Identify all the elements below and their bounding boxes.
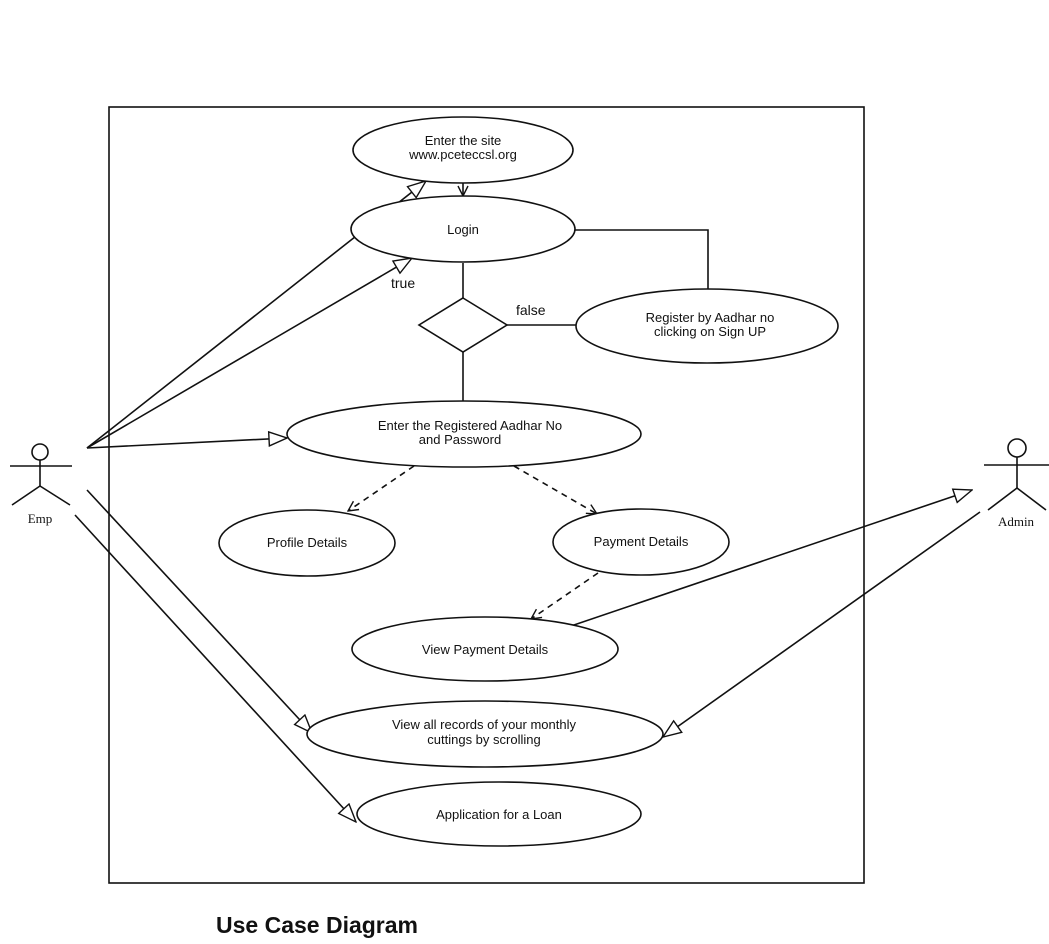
svg-text:View all records of your month: View all records of your monthly	[392, 717, 577, 732]
diagram-caption: Use Case Diagram	[216, 912, 418, 938]
use-case-profile-details: Profile Details	[218, 509, 396, 577]
admin-to-view-payment-line	[567, 490, 972, 628]
use-case-apply-loan: Application for a Loan	[356, 781, 642, 847]
use-case-payment-details: Payment Details	[552, 508, 730, 576]
svg-text:Enter the site: Enter the site	[425, 133, 502, 148]
register-to-login-line	[575, 229, 709, 290]
true-guard-label: true	[391, 275, 415, 291]
use-case-enter-credentials: Enter the Registered Aadhar No and Passw…	[286, 400, 642, 468]
actor-emp-label: Emp	[28, 511, 53, 526]
svg-text:Payment Details: Payment Details	[594, 534, 689, 549]
svg-text:cuttings by scrolling: cuttings by scrolling	[427, 732, 540, 747]
emp-to-apply-loan-line	[74, 514, 356, 822]
svg-text:and Password: and Password	[419, 432, 501, 447]
actor-admin-label: Admin	[998, 514, 1035, 529]
svg-text:www.pceteccsl.org: www.pceteccsl.org	[408, 147, 517, 162]
emp-to-login-line	[86, 258, 412, 449]
use-case-view-records: View all records of your monthly cutting…	[306, 700, 664, 768]
svg-text:Register by Aadhar no: Register by Aadhar no	[646, 310, 775, 325]
system-boundary	[108, 106, 865, 884]
use-case-register: Register by Aadhar no clicking on Sign U…	[575, 288, 839, 364]
credentials-to-payment-dashed	[513, 465, 597, 514]
svg-text:Enter the Registered Aadhar No: Enter the Registered Aadhar No	[378, 418, 562, 433]
svg-text:clicking on Sign UP: clicking on Sign UP	[654, 324, 766, 339]
actor-emp: Emp	[10, 443, 72, 526]
emp-to-enter-credentials-line	[86, 438, 287, 449]
admin-to-view-records-line	[663, 511, 981, 737]
svg-text:View Payment Details: View Payment Details	[422, 642, 549, 657]
use-case-login: Login	[350, 195, 576, 263]
svg-text:Profile Details: Profile Details	[267, 535, 348, 550]
use-case-view-payment-details: View Payment Details	[351, 616, 619, 682]
svg-text:Application for a Loan: Application for a Loan	[436, 807, 562, 822]
use-case-enter-site: Enter the site www.pceteccsl.org	[352, 116, 574, 184]
decision-diamond	[417, 297, 509, 353]
credentials-to-profile-dashed	[348, 465, 415, 511]
false-guard-label: false	[516, 302, 546, 318]
svg-text:Login: Login	[447, 222, 479, 237]
payment-to-view-payment-dashed	[531, 572, 599, 619]
actor-admin: Admin	[984, 438, 1049, 529]
emp-to-view-records-line	[86, 489, 312, 733]
admin-associations	[567, 490, 981, 737]
